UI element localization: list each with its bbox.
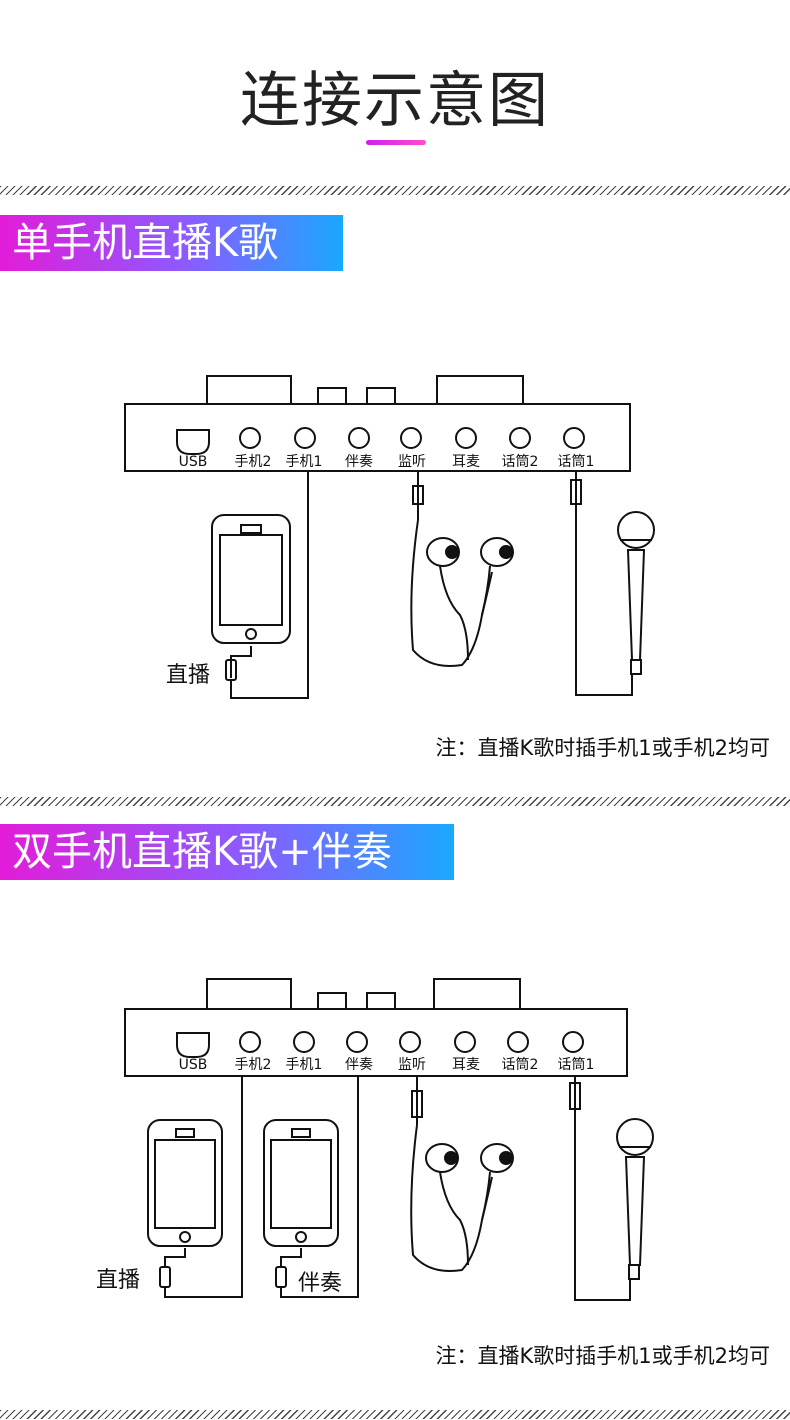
section-banner-single: 单手机直播K歌	[0, 215, 343, 271]
port-label: 话筒2	[502, 1056, 539, 1073]
port-label: 耳麦	[452, 1057, 480, 1073]
divider	[0, 797, 790, 806]
microphone-icon	[569, 1076, 654, 1301]
connection-diagram-dual: USB 手机2 手机1 伴奏 监听 耳麦 话筒2 话筒1 直播 伴奏	[0, 965, 790, 1310]
port-label: 耳麦	[452, 454, 480, 470]
smartphone-icon	[263, 1076, 359, 1298]
port-label: 手机1	[286, 1057, 323, 1073]
microphone-icon	[570, 472, 655, 696]
port-label: 手机1	[286, 454, 323, 470]
port-label: USB	[179, 1057, 208, 1073]
phone-label: 直播	[96, 1268, 140, 1293]
title-underline	[366, 140, 426, 145]
page-title: 连接示意图	[240, 66, 550, 136]
port-label: 话筒1	[558, 453, 595, 470]
section-banner-dual: 双手机直播K歌+伴奏	[0, 824, 454, 880]
port-label: 监听	[398, 1057, 426, 1073]
port-label: 伴奏	[345, 1057, 373, 1073]
port-label: 监听	[398, 454, 426, 470]
divider	[0, 186, 790, 195]
note: 注：直播K歌时插手机1或手机2均可	[435, 736, 771, 760]
note: 注：直播K歌时插手机1或手机2均可	[435, 1344, 771, 1368]
smartphone-icon	[147, 1076, 243, 1298]
port-label: USB	[179, 454, 208, 470]
earphones-icon	[410, 1076, 514, 1272]
sound-card-icon	[124, 375, 631, 472]
smartphone-icon	[211, 472, 309, 699]
port-label: 手机2	[235, 454, 272, 470]
port-label: 话筒2	[502, 453, 539, 470]
port-label: 伴奏	[345, 454, 373, 470]
phone-label: 伴奏	[298, 1271, 342, 1296]
phone-label: 直播	[166, 663, 210, 688]
divider	[0, 1410, 790, 1419]
connection-diagram-single: USB 手机2 手机1 伴奏 监听 耳麦 话筒2 话筒1 直播	[0, 360, 790, 700]
earphones-icon	[410, 472, 514, 667]
port-label: 话筒1	[558, 1056, 595, 1073]
sound-card-icon	[124, 978, 628, 1077]
port-label: 手机2	[235, 1057, 272, 1073]
